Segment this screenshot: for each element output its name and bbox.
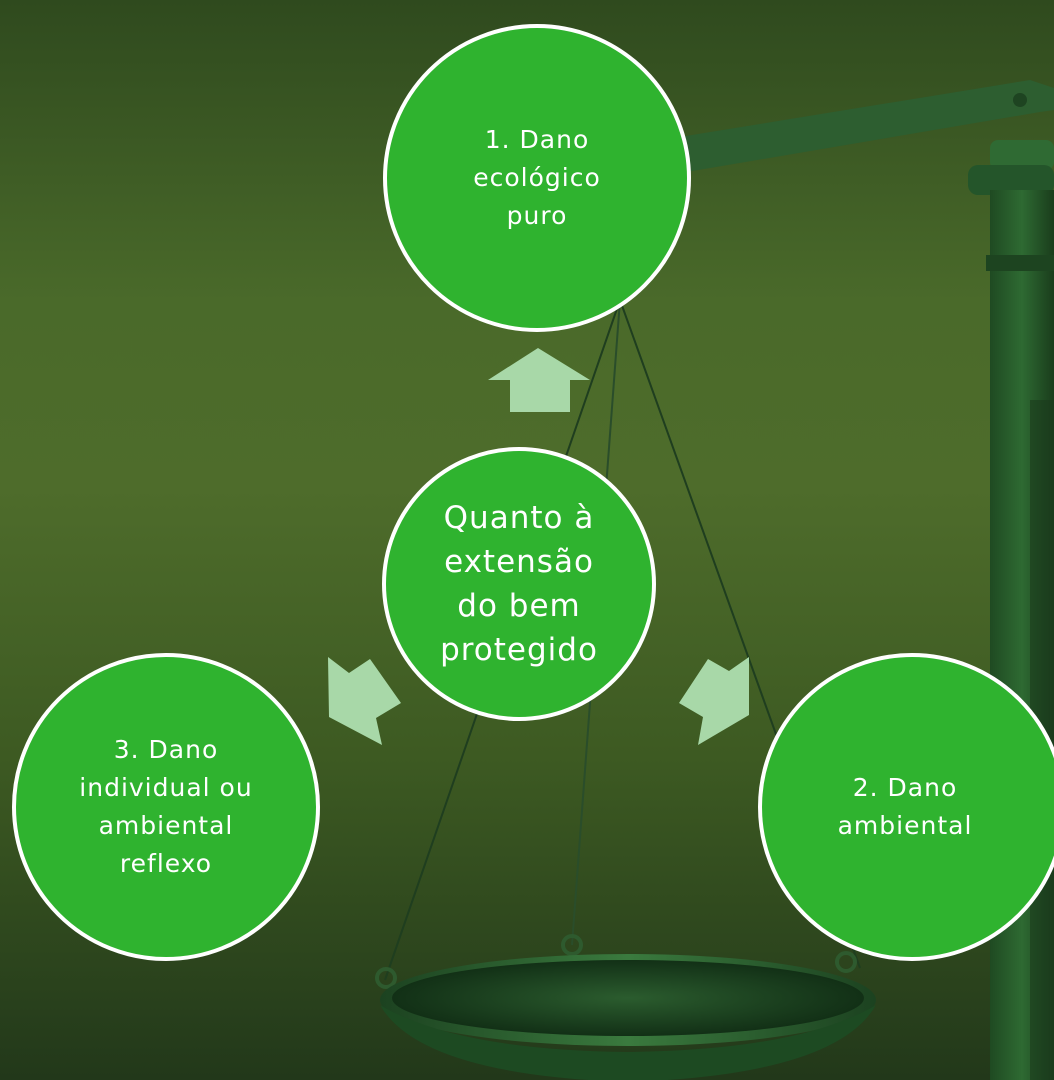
arrow-down-right-icon [679,657,749,745]
node-dano-ambiental: 2. Dano ambiental [758,653,1054,961]
node-dano-ecologico-puro: 1. Dano ecológico puro [383,24,691,332]
center-label: Quanto à extensão do bem protegido [440,500,598,668]
node-dano-individual-reflexo: 3. Dano individual ou ambiental reflexo [12,653,320,961]
node-label: 1. Dano ecológico puro [473,125,601,230]
node-center-topic: Quanto à extensão do bem protegido [382,447,656,721]
node-label: 2. Dano ambiental [837,773,973,840]
arrow-down-left-icon [328,657,401,745]
arrow-up-icon [488,348,590,412]
node-label: 3. Dano individual ou ambiental reflexo [79,735,253,878]
